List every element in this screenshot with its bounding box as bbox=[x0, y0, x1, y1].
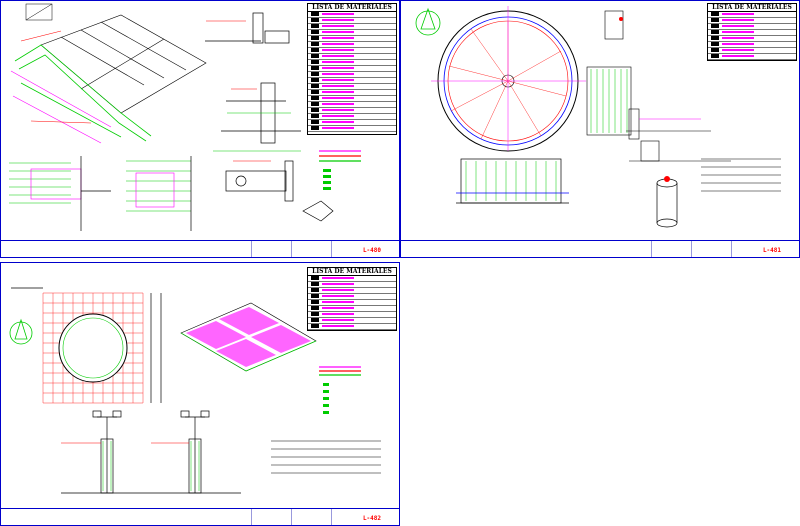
sheet-number: L-481 bbox=[762, 247, 781, 254]
materials-table-title: LISTA DE MATERIALES bbox=[708, 4, 796, 12]
title-block-3: L-482 bbox=[1, 508, 399, 525]
sheet-number: L-482 bbox=[362, 515, 381, 522]
title-block-2: L-481 bbox=[401, 240, 799, 257]
empty-canvas-area bbox=[400, 262, 800, 526]
sheet-number: L-480 bbox=[362, 247, 381, 254]
materials-table-title: LISTA DE MATERIALES bbox=[308, 4, 396, 12]
drawing-sheet-3: LISTA DE MATERIALES L-482 bbox=[0, 262, 400, 526]
materials-table-title: LISTA DE MATERIALES bbox=[308, 268, 396, 276]
materials-table-1: LISTA DE MATERIALES bbox=[307, 3, 397, 135]
materials-table-2: LISTA DE MATERIALES bbox=[707, 3, 797, 61]
drawing-sheet-1: LISTA DE MATERIALES L-480 bbox=[0, 0, 400, 258]
materials-table-3: LISTA DE MATERIALES bbox=[307, 267, 397, 331]
sheet-3-drawing bbox=[9, 287, 381, 494]
title-block-1: L-480 bbox=[1, 240, 399, 257]
sheet-1-drawing bbox=[9, 3, 361, 231]
sheet-2-drawing bbox=[415, 6, 781, 228]
drawing-sheet-2: LISTA DE MATERIALES L-481 bbox=[400, 0, 800, 258]
